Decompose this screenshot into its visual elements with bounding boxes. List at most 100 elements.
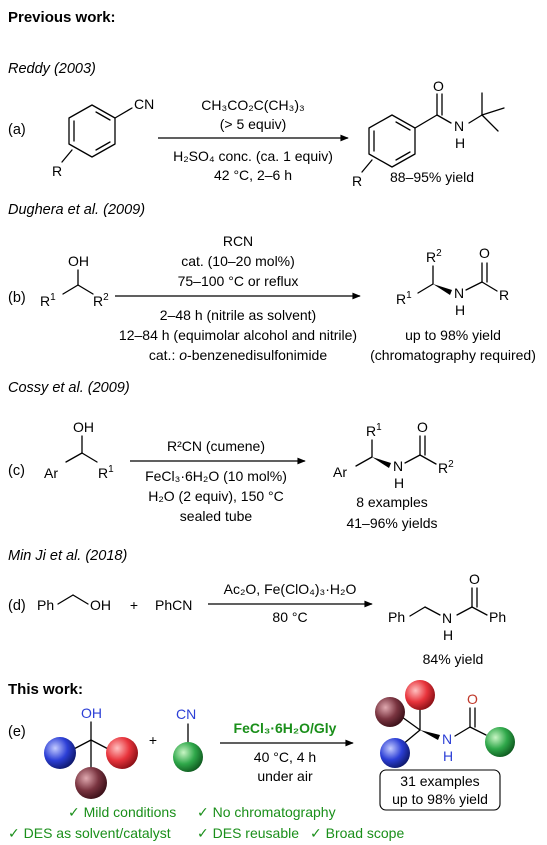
label-e: (e) — [8, 724, 26, 740]
atom-o: O — [469, 571, 480, 587]
a-reagent-1: CH₃CO₂C(CH₃)₃ — [201, 97, 304, 113]
atom-n: N — [454, 118, 464, 134]
product-c-amide: Ar R1 N H O R2 — [333, 419, 454, 491]
d-top-1: Ac₂O, Fe(ClO₄)₃·H₂O — [224, 581, 357, 597]
c-top-1: R²CN (cumene) — [167, 438, 265, 454]
e-yield: up to 98% yield — [392, 791, 488, 807]
atom-cn: CN — [176, 706, 196, 722]
feature-des-solvent-catalyst: ✓ DES as solvent/catalyst — [8, 825, 171, 841]
e-plus: + — [149, 732, 157, 748]
atom-r: R — [499, 287, 509, 303]
atom-cn: CN — [134, 96, 154, 112]
maroon-sphere-icon — [75, 767, 107, 799]
atom-n: N — [393, 458, 403, 474]
atom-r2: R2 — [438, 459, 454, 476]
d-bottom-1: 80 °C — [272, 609, 307, 625]
reactant-e-tertiary-alcohol: OH — [44, 705, 138, 799]
atom-oh: OH — [81, 705, 102, 721]
label-d: (d) — [8, 598, 26, 614]
blue-sphere-icon — [380, 738, 410, 768]
atom-ph: Ph — [37, 597, 54, 613]
atom-r2: R2 — [93, 292, 109, 309]
atom-ph: Ph — [388, 609, 405, 625]
d-reactant-phcn: PhCN — [155, 597, 192, 613]
c-bottom-1: FeCl₃·6H₂O (10 mol%) — [145, 468, 287, 484]
a-condition-1: H₂SO₄ conc. (ca. 1 equiv) — [173, 148, 333, 164]
atom-n: N — [442, 731, 452, 747]
atom-r: R — [352, 173, 362, 189]
c-bottom-3: sealed tube — [180, 508, 253, 524]
d-yield: 84% yield — [423, 651, 484, 667]
ref-cossy: Cossy et al. (2009) — [8, 380, 130, 396]
red-sphere-icon — [405, 680, 435, 710]
a-reagent-2: (> 5 equiv) — [220, 116, 287, 132]
c-yield: 41–96% yields — [346, 515, 437, 531]
atom-ar: Ar — [333, 464, 347, 480]
product-a-amide: O N H R — [352, 78, 505, 189]
e-catalyst: FeCl₃·6H₂O/Gly — [234, 720, 337, 736]
e-examples: 31 examples — [400, 773, 479, 789]
reactant-c-alcohol: OH Ar R1 — [44, 419, 114, 481]
e-condition-1: 40 °C, 4 h — [254, 749, 316, 765]
reactant-b-alcohol: OH R1 R2 — [40, 253, 109, 309]
atom-h: H — [394, 475, 404, 491]
label-c: (c) — [8, 463, 25, 479]
atom-h: H — [443, 627, 453, 643]
atom-r1: R1 — [98, 464, 114, 481]
atom-h: H — [455, 302, 465, 318]
feature-mild-conditions: ✓ Mild conditions — [68, 804, 176, 820]
atom-r2: R2 — [426, 248, 442, 265]
reactant-e-nitrile: CN — [173, 706, 203, 772]
green-sphere-icon — [485, 727, 515, 757]
atom-ar: Ar — [44, 465, 58, 481]
product-e-amide: N H O — [375, 680, 515, 768]
maroon-sphere-icon — [375, 697, 405, 727]
feature-des-reusable: ✓ DES reusable — [197, 825, 299, 841]
b-bottom-1: 2–48 h (nitrile as solvent) — [160, 307, 316, 323]
c-bottom-2: H₂O (2 equiv), 150 °C — [148, 488, 284, 504]
e-results-box — [379, 769, 501, 811]
atom-r: R — [52, 163, 62, 179]
d-plus: + — [130, 597, 138, 613]
a-yield: 88–95% yield — [390, 169, 474, 185]
b-bottom-2: 12–84 h (equimolar alcohol and nitrile) — [119, 327, 357, 343]
atom-o: O — [479, 245, 490, 261]
reactant-a-benzonitrile: CN R — [52, 96, 154, 179]
ref-min-ji: Min Ji et al. (2018) — [8, 548, 127, 564]
product-b-amide: R1 R2 N H O R — [396, 245, 509, 318]
b-top-2: cat. (10–20 mol%) — [181, 253, 295, 269]
red-sphere-icon — [106, 737, 138, 769]
atom-ph: Ph — [489, 609, 506, 625]
atom-o: O — [433, 78, 444, 94]
e-condition-2: under air — [257, 768, 313, 784]
blue-sphere-icon — [44, 737, 76, 769]
atom-r1: R1 — [40, 292, 56, 309]
atom-o: O — [467, 691, 478, 707]
atom-h: H — [455, 135, 465, 151]
atom-oh: OH — [68, 253, 89, 269]
green-sphere-icon — [173, 742, 203, 772]
atom-r1: R1 — [396, 290, 412, 307]
atom-oh: OH — [90, 597, 111, 613]
b-top-3: 75–100 °C or reflux — [178, 273, 299, 289]
b-yield: up to 98% yield — [405, 327, 501, 343]
b-chromatography-note: (chromatography required) — [370, 347, 536, 363]
previous-work-header: Previous work: — [8, 9, 116, 26]
ref-dughera: Dughera et al. (2009) — [8, 202, 145, 218]
this-work-header: This work: — [8, 681, 83, 698]
atom-oh: OH — [73, 419, 94, 435]
label-b: (b) — [8, 290, 26, 306]
feature-broad-scope: ✓ Broad scope — [310, 825, 404, 841]
feature-no-chromatography: ✓ No chromatography — [197, 804, 336, 820]
b-bottom-3: cat.: o-benzenedisulfonimide — [149, 347, 327, 363]
b-top-1: RCN — [223, 233, 253, 249]
atom-r1: R1 — [366, 422, 382, 439]
product-d-amide: Ph N H O Ph — [388, 571, 506, 643]
reactant-d-benzyl-alcohol: Ph OH — [37, 594, 111, 613]
c-examples: 8 examples — [356, 494, 428, 510]
a-condition-2: 42 °C, 2–6 h — [214, 167, 292, 183]
atom-n: N — [442, 610, 452, 626]
atom-n: N — [454, 285, 464, 301]
atom-h: H — [443, 748, 453, 764]
